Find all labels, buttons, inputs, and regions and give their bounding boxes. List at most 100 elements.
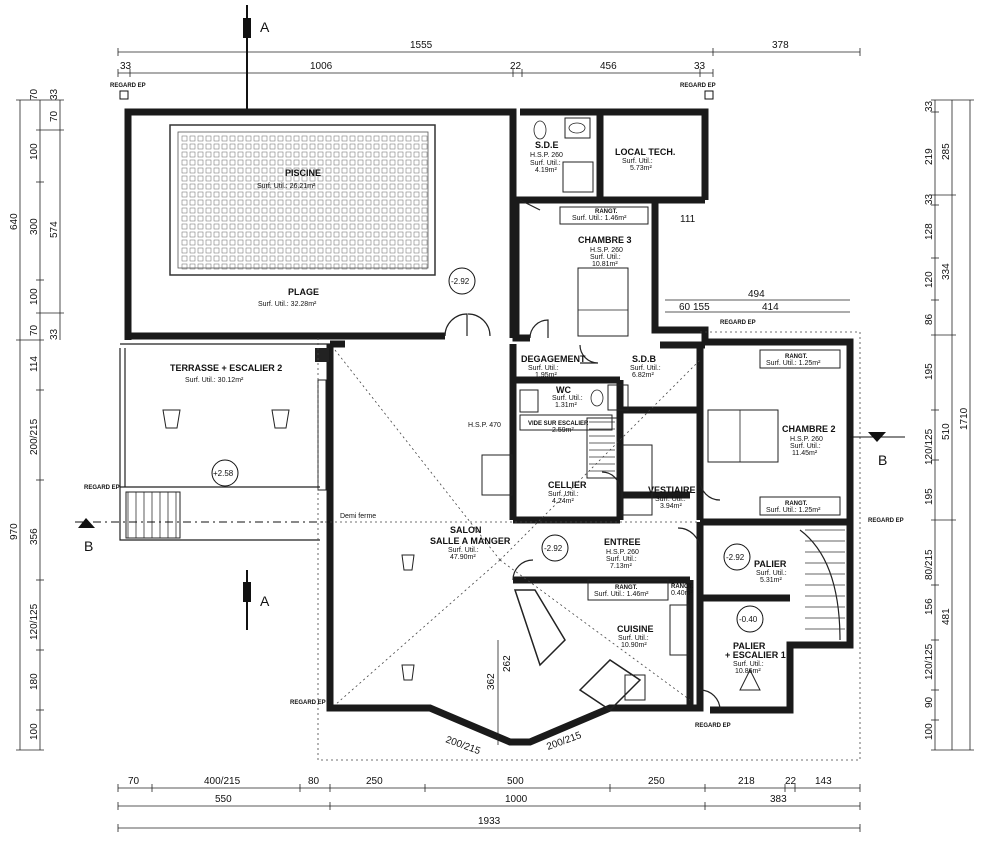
pool-tile [277,135,284,142]
level-text-terrasse: +2.58 [213,469,234,478]
pool-tile [341,247,348,254]
pool-tile [213,247,220,254]
dim-top-456: 456 [600,61,617,72]
pool-tile [397,167,404,174]
pool-tile [245,263,252,270]
pool-tile [373,199,380,206]
pool-tiles [169,124,436,276]
pool-tile [261,239,268,246]
pool-tile [301,167,308,174]
dim-left-200-215: 200/215 [29,418,40,455]
pool-tile [181,255,188,262]
pool-tile [301,215,308,222]
pool-tile [349,135,356,142]
pool-tile [349,183,356,190]
pool-tile [405,167,412,174]
pool-tile [309,183,316,190]
dim-inner-111: 111 [680,214,696,225]
pool-tile [357,215,364,222]
pool-tile [277,159,284,166]
pool-tile [293,207,300,214]
pool-tile [317,207,324,214]
bed-chambre3-icon [577,267,629,337]
pool-tile [341,199,348,206]
pool-tile [389,223,396,230]
pool-tile [205,255,212,262]
pool-tile [421,199,428,206]
pool-tile [245,167,252,174]
room-name-escalier-1: + ESCALIER 1 [725,650,786,660]
pool-tile [293,183,300,190]
pool-tile [189,135,196,142]
kitchen-fixtures [513,579,689,711]
storage-boxes [481,206,841,516]
pool-tile [237,215,244,222]
pool-tile [285,167,292,174]
pool-tile [213,183,220,190]
pool-tile [389,175,396,182]
room-name-terrasse: TERRASSE + ESCALIER 2 [170,363,282,373]
pool-tile [349,255,356,262]
regard-ep-label: REGARD EP [695,723,731,729]
pool-tile [245,255,252,262]
room-name-cuisine: CUISINE [617,624,654,634]
pool-tile [229,135,236,142]
pool-tile [181,207,188,214]
pool-tile [197,175,204,182]
pool-tile [229,167,236,174]
pool-tile [397,255,404,262]
room-name-vide-escalier: VIDE SUR ESCALIER [528,421,589,427]
pool-tile [413,215,420,222]
pool-tile [325,151,332,158]
pool-tile [421,215,428,222]
pool-tile [261,231,268,238]
pool-tile [245,231,252,238]
pool-tile [333,207,340,214]
pool-tile [189,143,196,150]
pool-tile [181,223,188,230]
dim-right-285: 285 [941,143,952,160]
entrance-arrow-icon [739,668,761,691]
pool-tile [285,199,292,206]
pool-tile [189,255,196,262]
regard-marker [704,90,714,100]
regard-ep-label: REGARD EP [110,83,146,89]
pool-tile [213,255,220,262]
pool-tile [413,183,420,190]
pool-tile [381,239,388,246]
pool-tile [277,175,284,182]
pool-tile [413,143,420,150]
regard-ep-label: REGARD EP [680,83,716,89]
pool-tile [285,159,292,166]
pool-tile [381,183,388,190]
pool-tile [381,263,388,270]
pool-tile [333,167,340,174]
dim-inner-155: 155 [693,302,710,313]
room-hsp-sde: H.S.P. 260 [530,152,563,159]
dim-right-86: 86 [924,313,935,325]
pool-tile [293,167,300,174]
dim-inner-70-top: 70 [29,88,40,100]
pool-tile [293,255,300,262]
pool-tile [405,183,412,190]
pool-tile [245,207,252,214]
level-marker-terrasse [211,459,239,487]
pool-tile [253,143,260,150]
pool-tile [221,247,228,254]
pool-tile [213,207,220,214]
pool-tile [397,223,404,230]
dim-right-33b: 33 [924,193,935,205]
pool-tile [229,199,236,206]
dim-inner-414: 414 [762,302,779,313]
pool-tile [245,239,252,246]
pool-tile [301,207,308,214]
pool-tile [357,143,364,150]
pool-tile [365,247,372,254]
pool-tile [317,167,324,174]
pool-tile [293,135,300,142]
pool-tile [301,143,308,150]
shower-icon [562,161,594,193]
bath-fixtures [519,117,629,413]
dim-right-120-125b: 120/125 [924,643,935,680]
dim-inner-362: 362 [486,673,497,690]
